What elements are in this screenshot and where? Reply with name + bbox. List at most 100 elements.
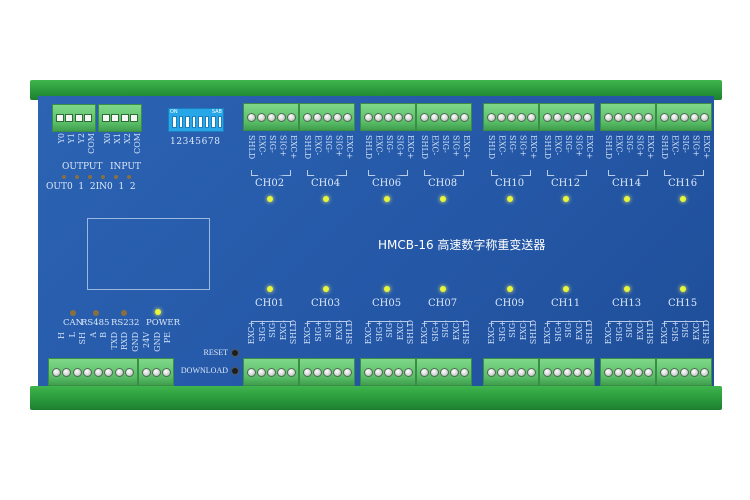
- comm-pin-label: RXD: [120, 332, 129, 351]
- pin-label: EXC+: [345, 135, 354, 160]
- terminal-screw: [633, 112, 643, 122]
- terminal-screw: [613, 112, 623, 122]
- dip-toggle[interactable]: [198, 116, 203, 128]
- channel-label: CH03: [311, 298, 341, 309]
- pin-label: EXC-: [670, 135, 680, 156]
- comm-pin-label: SH: [78, 332, 87, 345]
- channel-label: CH13: [612, 298, 642, 309]
- channel-label: CH16: [668, 178, 698, 189]
- terminal-screw: [572, 367, 582, 377]
- dip-toggle[interactable]: [185, 116, 190, 128]
- dip-toggle[interactable]: [178, 116, 183, 128]
- output-label: OUTPUT: [62, 162, 103, 172]
- channel-led: [680, 196, 686, 202]
- din-rail-bottom: [30, 386, 722, 410]
- pin-label: EXC-: [553, 135, 563, 156]
- channel-led: [440, 196, 446, 202]
- terminal-screw: [562, 112, 572, 122]
- io-led: [88, 175, 92, 179]
- pin-label: SHLD: [487, 135, 496, 160]
- terminal-screw: [276, 367, 286, 377]
- dip-on-label: ON: [170, 109, 178, 115]
- terminal-screw: [459, 112, 469, 122]
- channel-led: [440, 286, 446, 292]
- dip-toggle[interactable]: [211, 116, 216, 128]
- pin-label: EXC+: [702, 135, 711, 160]
- channel-label: CH08: [428, 178, 458, 189]
- comm-pin-label: B: [99, 332, 108, 338]
- input-terminal: [98, 104, 142, 132]
- terminal-screw: [659, 367, 669, 377]
- terminal-screw: [373, 112, 383, 122]
- channel-led: [384, 196, 390, 202]
- terminal-ch09: [483, 358, 539, 386]
- rs232-led: [121, 310, 127, 316]
- channel-led: [384, 286, 390, 292]
- terminal-screw: [332, 112, 342, 122]
- pin-label: EXC+: [462, 135, 471, 160]
- terminal-screw: [62, 367, 72, 377]
- terminal-screw: [633, 367, 643, 377]
- channel-label: CH10: [495, 178, 525, 189]
- channel-led: [267, 196, 273, 202]
- pin-label: EXC+: [529, 135, 538, 160]
- rs485-label: RS485: [81, 318, 110, 328]
- rs485-led: [93, 310, 99, 316]
- terminal-screw: [679, 112, 689, 122]
- channel-label: CH05: [372, 298, 402, 309]
- channel-bracket: [664, 321, 704, 327]
- reset-button[interactable]: [231, 349, 239, 357]
- terminal-ch13: [600, 358, 656, 386]
- terminal-screw: [449, 367, 459, 377]
- terminal-screw: [403, 112, 413, 122]
- can-label: CAN: [63, 318, 84, 328]
- terminal-screw: [552, 367, 562, 377]
- terminal-screw: [266, 367, 276, 377]
- terminal-screw: [363, 367, 373, 377]
- dip-brand-label: SAB: [211, 109, 222, 115]
- terminal-screw: [542, 367, 552, 377]
- terminal-screw: [51, 367, 61, 377]
- terminal-screw: [114, 367, 124, 377]
- terminal-screw: [659, 112, 669, 122]
- pin-label: SIG-: [625, 135, 634, 153]
- pin-label: SHLD: [604, 135, 613, 160]
- terminal-screw: [699, 367, 709, 377]
- io-led: [127, 175, 131, 179]
- comm-pin-label: L: [67, 332, 77, 338]
- terminal-screw: [429, 112, 439, 122]
- dip-toggle[interactable]: [191, 116, 196, 128]
- terminal-screw: [276, 112, 286, 122]
- pin-label: EXC-: [313, 135, 323, 156]
- dip-toggle[interactable]: [217, 116, 222, 128]
- terminal-screw: [161, 367, 171, 377]
- terminal-screw: [246, 112, 256, 122]
- channel-bracket: [491, 321, 531, 327]
- pin-label: SIG-: [508, 135, 517, 153]
- channel-led: [323, 286, 329, 292]
- pin-label: EXC-: [257, 135, 267, 156]
- terminal-screw: [266, 112, 276, 122]
- download-button[interactable]: [231, 367, 239, 375]
- dip-numbers: 12345678: [170, 137, 221, 147]
- pin-label: SIG-: [268, 135, 277, 153]
- power-pin-label: GND: [152, 332, 162, 352]
- terminal-screw: [393, 112, 403, 122]
- dip-toggle[interactable]: [204, 116, 209, 128]
- comm-pin-label: TXD: [109, 332, 119, 350]
- input-pin-label: COM: [133, 133, 142, 154]
- terminal-screw: [83, 367, 93, 377]
- io-led: [62, 175, 66, 179]
- download-label: DOWNLOAD: [180, 366, 228, 375]
- terminal-screw: [562, 367, 572, 377]
- dip-toggle[interactable]: [172, 116, 177, 128]
- terminal-screw: [506, 112, 516, 122]
- terminal-screw: [699, 112, 709, 122]
- channel-bracket: [368, 321, 408, 327]
- pin-label: SIG-: [324, 135, 333, 153]
- terminal-ch05: [360, 358, 416, 386]
- dip-switch[interactable]: ON SAB: [168, 108, 224, 132]
- terminal-ch10: [483, 103, 539, 131]
- channel-bracket: [251, 321, 291, 327]
- pin-label: SIG-: [385, 135, 394, 153]
